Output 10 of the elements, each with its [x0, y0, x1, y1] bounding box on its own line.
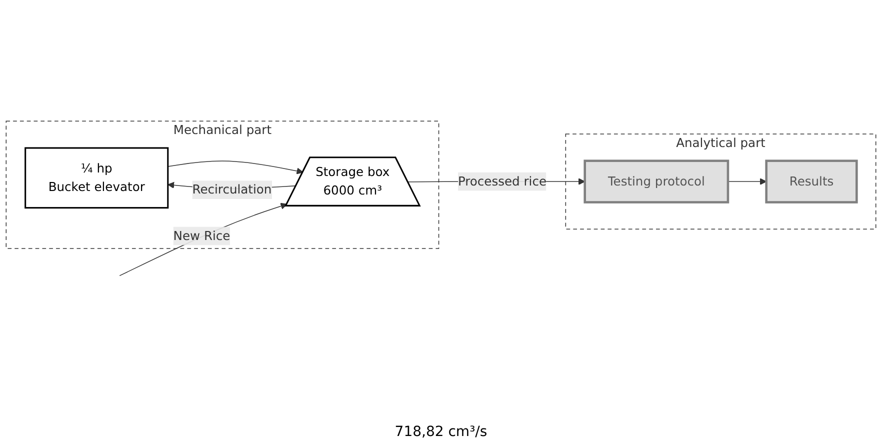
arrow	[728, 178, 767, 186]
flow-rate-note: 718,82 cm³/s	[394, 424, 488, 440]
arrow	[168, 160, 304, 175]
node-box: Testing protocol	[584, 160, 730, 204]
node-box: ¼ hp Bucket elevator	[24, 147, 169, 209]
edge-label: Recirculation	[192, 182, 272, 198]
arrow	[119, 203, 288, 276]
node-box: Results	[765, 160, 858, 204]
edge-label: Processed rice	[458, 174, 546, 189]
edge-label: New Rice	[173, 228, 230, 244]
